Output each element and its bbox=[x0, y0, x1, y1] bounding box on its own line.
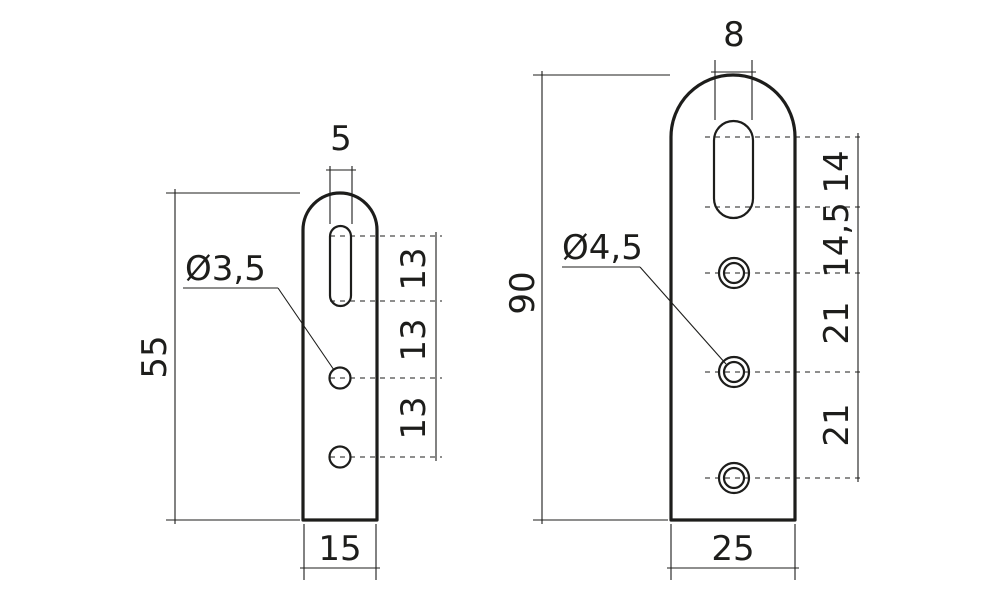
large-hole-diameter-label: Ø4,5 bbox=[562, 228, 643, 268]
large-spacing-label-4: 21 bbox=[817, 403, 857, 446]
small-bracket-outline bbox=[301, 191, 379, 522]
small-height-label: 55 bbox=[135, 335, 175, 378]
small-height-dimension: 55 bbox=[135, 189, 300, 524]
large-spacing-dimensions: 14 14,5 21 21 bbox=[817, 133, 859, 482]
large-bracket-slot bbox=[712, 119, 755, 220]
small-bracket: 5 Ø3,5 55 15 13 1 bbox=[135, 119, 442, 580]
large-width-label: 25 bbox=[711, 529, 754, 569]
large-spacing-label-3: 21 bbox=[817, 301, 857, 344]
large-bracket-outline bbox=[669, 73, 797, 522]
small-spacing-dimensions: 13 13 13 bbox=[394, 232, 437, 461]
small-hole-diameter-label: Ø3,5 bbox=[185, 249, 266, 289]
large-bracket-hole-2 bbox=[717, 355, 751, 389]
large-bracket: 8 Ø4,5 90 25 14 bbox=[503, 15, 865, 580]
small-hole-diameter-callout: Ø3,5 bbox=[183, 249, 335, 371]
large-slot-width-dimension: 8 bbox=[711, 15, 756, 120]
large-spacing-label-1: 14 bbox=[817, 150, 857, 193]
small-spacing-label-3: 13 bbox=[394, 396, 434, 439]
small-width-dimension: 15 bbox=[300, 524, 380, 580]
large-width-dimension: 25 bbox=[667, 524, 799, 580]
large-height-dimension: 90 bbox=[503, 71, 670, 524]
small-width-label: 15 bbox=[318, 529, 361, 569]
large-bracket-hole-1 bbox=[717, 256, 751, 290]
small-spacing-label-2: 13 bbox=[394, 318, 434, 361]
large-height-label: 90 bbox=[503, 271, 543, 314]
small-spacing-label-1: 13 bbox=[394, 247, 434, 290]
large-bracket-hole-3 bbox=[717, 461, 751, 495]
large-spacing-label-2: 14,5 bbox=[817, 202, 857, 278]
small-bracket-slot bbox=[328, 224, 353, 308]
large-slot-width-label: 8 bbox=[723, 15, 745, 55]
large-hole-diameter-callout: Ø4,5 bbox=[562, 228, 727, 365]
small-slot-width-label: 5 bbox=[330, 119, 352, 159]
small-slot-width-dimension: 5 bbox=[326, 119, 356, 224]
